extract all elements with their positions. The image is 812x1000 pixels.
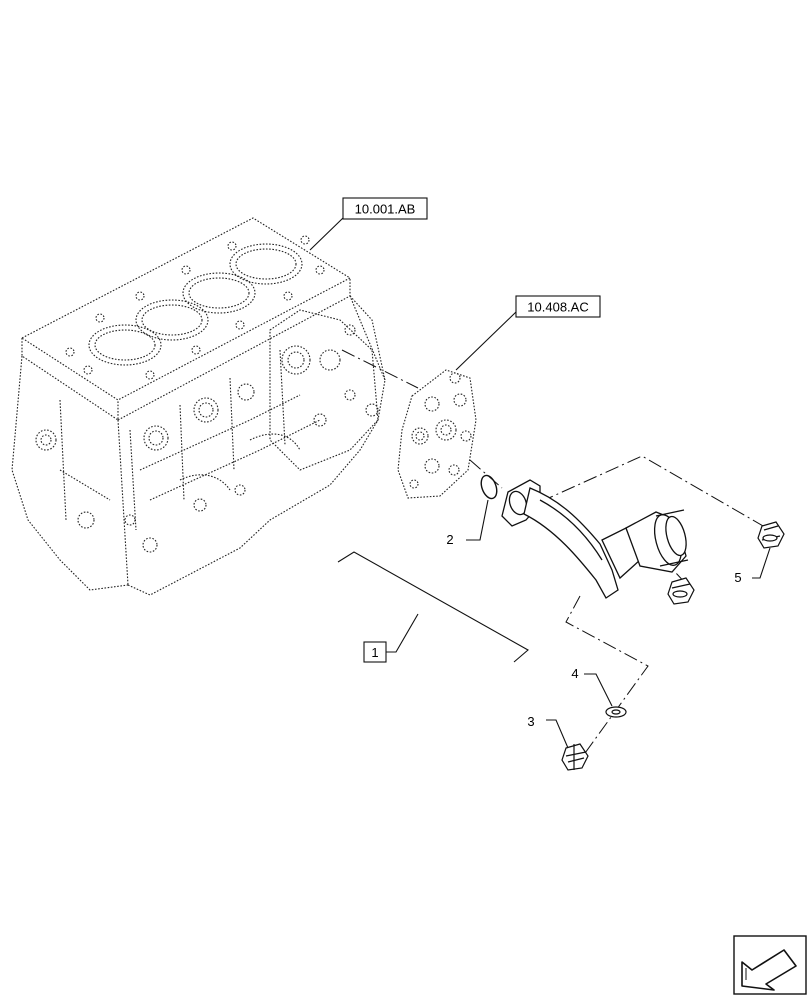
front-cover bbox=[397, 369, 477, 499]
center-lines bbox=[341, 349, 771, 761]
leader-lines bbox=[309, 217, 771, 749]
ref-label-front-cover: 10.408.AC bbox=[527, 300, 588, 315]
drain-plug bbox=[561, 743, 589, 771]
ref-box-engine-block[interactable]: 10.001.AB bbox=[342, 197, 428, 220]
callout-washer: 4 bbox=[571, 666, 578, 681]
engine-block bbox=[11, 217, 386, 596]
washer bbox=[605, 706, 627, 718]
next-page-arrow-icon[interactable] bbox=[733, 935, 807, 995]
bolt-right bbox=[757, 521, 785, 549]
callout-o-ring: 2 bbox=[446, 532, 453, 547]
ref-box-front-cover[interactable]: 10.408.AC bbox=[515, 295, 601, 318]
bolt-center bbox=[667, 577, 695, 605]
callout-bolt: 5 bbox=[734, 570, 741, 585]
ref-label-assembly: 1 bbox=[371, 645, 378, 660]
o-ring bbox=[480, 474, 498, 500]
ref-box-assembly[interactable]: 1 bbox=[363, 641, 387, 663]
callout-plug: 3 bbox=[527, 714, 534, 729]
ref-label-engine-block: 10.001.AB bbox=[355, 202, 416, 217]
coolant-pipe bbox=[501, 479, 689, 599]
